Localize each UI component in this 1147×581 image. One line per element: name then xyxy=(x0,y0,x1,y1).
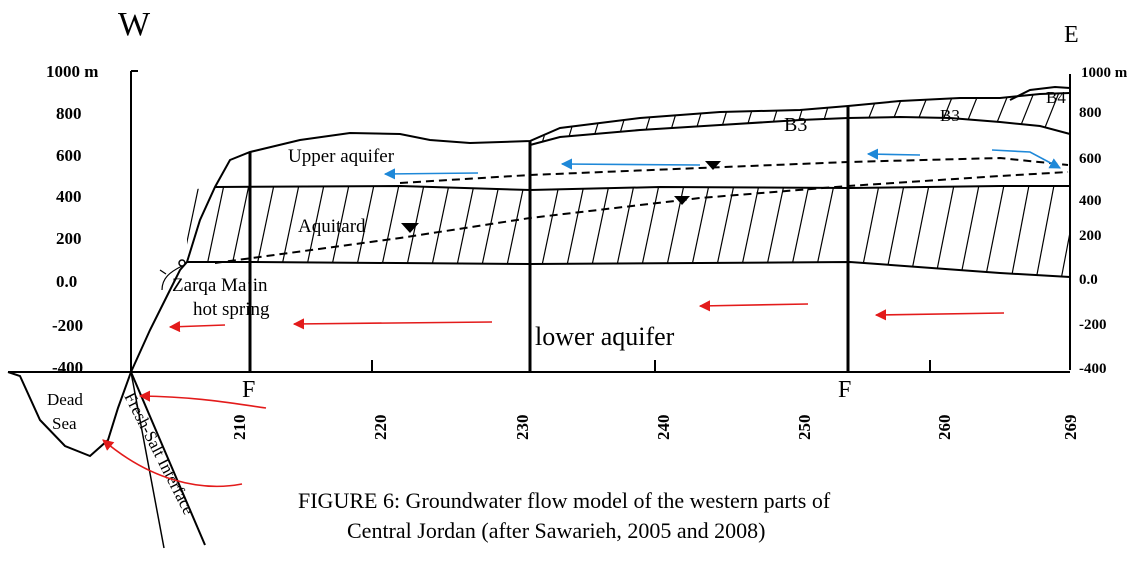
left-axis-tick-label: -200 xyxy=(52,316,83,335)
distance-tick-label: 269 xyxy=(1061,415,1080,441)
unit-label-b4: B4 xyxy=(1046,88,1066,107)
right-axis-tick-label: 400 xyxy=(1079,193,1102,209)
distance-tick-label: 220 xyxy=(371,415,390,441)
distance-tick-label: 230 xyxy=(513,415,532,441)
deep-flow-arrow xyxy=(698,300,809,312)
right-axis-unit-label: 1000 m xyxy=(1081,65,1128,81)
right-axis-tick-label: 0.0 xyxy=(1079,272,1098,288)
water-table-symbol xyxy=(401,223,419,233)
upper-water-table xyxy=(399,156,1069,184)
right-axis-tick-label: -200 xyxy=(1079,317,1107,333)
fresh-salt-interface-label: Fresh-Salt Interface xyxy=(120,389,198,517)
upper-aquifer-label: Upper aquifer xyxy=(288,146,395,167)
dead-sea-basin xyxy=(7,371,132,458)
water-table-symbol xyxy=(674,196,690,205)
hot-spring-label: Zarqa Ma’in xyxy=(172,275,268,296)
left-axis-tick-label: 800 xyxy=(56,104,82,123)
left-axis-tick-labels: 800 600 400 200 0.0 -200 -400 xyxy=(52,104,83,377)
distance-tick-label: 210 xyxy=(230,415,249,441)
unit-label-b3: B3 xyxy=(940,106,960,125)
shallow-flow-arrow xyxy=(991,149,1061,169)
shallow-flow-arrow xyxy=(560,158,701,170)
dead-sea-label: Dead xyxy=(47,390,83,409)
distance-tick-label: 260 xyxy=(935,415,954,441)
shallow-flow-arrow xyxy=(866,148,921,160)
aquitard-top xyxy=(214,184,1070,192)
fault-label: F xyxy=(242,377,255,403)
distance-tick-label: 240 xyxy=(654,415,673,441)
left-axis-tick-label: 200 xyxy=(56,229,82,248)
east-label: E xyxy=(1064,22,1079,48)
fault-label: F xyxy=(838,377,851,403)
dead-sea-label: Sea xyxy=(52,414,77,433)
water-table-symbol xyxy=(705,161,721,170)
deep-flow-arrow xyxy=(292,318,493,330)
unit-label-b3: B3 xyxy=(784,114,807,136)
lower-water-table xyxy=(214,171,1069,264)
hot-spring-label: hot spring xyxy=(193,299,270,320)
right-axis-tick-label: 800 xyxy=(1079,105,1102,121)
distance-tick-marks xyxy=(371,360,931,372)
b4-outline xyxy=(1009,85,1071,101)
shallow-flow-arrows xyxy=(383,148,1061,180)
figure-caption-line1: FIGURE 6: Groundwater flow model of the … xyxy=(298,488,831,513)
hot-spring-pointer xyxy=(161,265,183,291)
hot-spring-pointer xyxy=(159,269,167,275)
hot-spring-marker xyxy=(178,259,186,267)
left-axis-tick-label: 0.0 xyxy=(56,272,77,291)
left-axis-tick-label: -400 xyxy=(52,358,83,377)
shallow-flow-arrow xyxy=(383,168,479,180)
distance-tick-labels: 210 220 230 240 250 260 269 xyxy=(230,415,1080,441)
deep-flow-arrow xyxy=(102,439,243,488)
right-axis-tick-label: -400 xyxy=(1079,361,1107,377)
right-axis-tick-labels: 800 600 400 200 0.0 -200 -400 xyxy=(1079,105,1107,377)
deep-flow-arrow xyxy=(874,309,1005,321)
distance-tick-label: 250 xyxy=(795,415,814,441)
lower-aquifer-label: lower aquifer xyxy=(535,322,675,351)
aquitard-label: Aquitard xyxy=(298,216,366,237)
deep-flow-arrow xyxy=(168,321,226,333)
left-axis-tick-label: 400 xyxy=(56,187,82,206)
left-axis-unit-label: 1000 m xyxy=(46,62,98,81)
right-axis-tick-label: 600 xyxy=(1079,151,1102,167)
left-axis-tick-label: 600 xyxy=(56,146,82,165)
west-label: W xyxy=(118,6,151,43)
right-axis-tick-label: 200 xyxy=(1079,228,1102,244)
fresh-salt-interface-line xyxy=(130,371,165,549)
deep-flow-arrows xyxy=(102,300,1005,488)
deep-flow-arrow xyxy=(138,390,267,409)
aquitard-hatching xyxy=(187,186,1070,277)
escarpment-outline xyxy=(130,261,188,373)
figure-caption-line2: Central Jordan (after Sawarieh, 2005 and… xyxy=(347,518,765,543)
